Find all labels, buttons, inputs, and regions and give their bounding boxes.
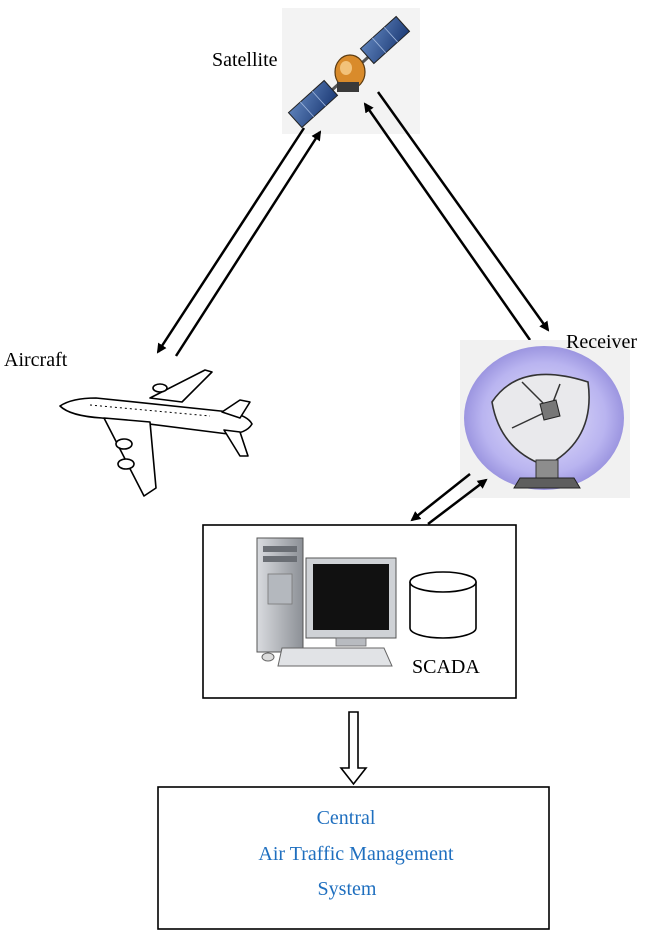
aircraft-label: Aircraft (4, 349, 68, 371)
central-system-line-2: Air Traffic Management (258, 843, 454, 865)
arrow-satellite-to-receiver (376, 91, 550, 332)
arrow-scada-to-receiver (427, 478, 488, 525)
arrow-scada-to-central (339, 711, 368, 786)
database-icon (409, 571, 477, 639)
aircraft-icon (59, 369, 253, 497)
central-system-line-3: System (318, 878, 377, 900)
scada-label: SCADA (412, 656, 480, 678)
satellite-dish-icon (460, 340, 630, 498)
satellite-label: Satellite (212, 49, 278, 71)
arrow-receiver-to-satellite (363, 102, 532, 341)
central-system-line-1: Central (317, 807, 376, 829)
arrow-receiver-to-scada (410, 473, 471, 522)
computer-icon (256, 537, 397, 667)
receiver-label: Receiver (566, 331, 637, 353)
satellite-icon (282, 8, 420, 134)
arrow-aircraft-to-satellite (174, 130, 322, 357)
central-system-box (157, 786, 550, 930)
arrow-satellite-to-aircraft (156, 127, 306, 354)
